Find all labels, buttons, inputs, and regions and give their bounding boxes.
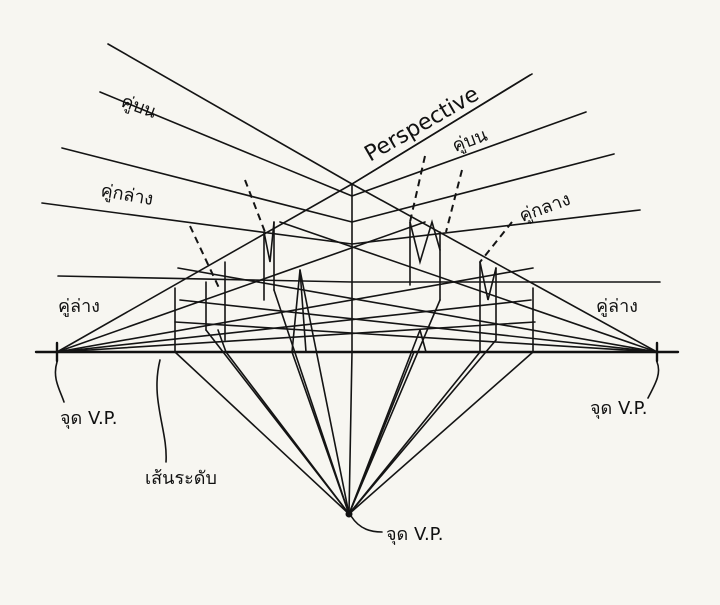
prism-center-left <box>291 269 307 353</box>
upper-pair-right-label: คู่บน <box>450 125 491 157</box>
dashed-line-right-3 <box>479 221 513 263</box>
prism-top-right <box>409 219 441 266</box>
upper-diagonal-right-2 <box>351 111 587 197</box>
upper-diagonal-right-3 <box>351 153 615 223</box>
ray-bottom-10 <box>348 299 441 515</box>
leader-vp-right <box>647 361 660 399</box>
bottom-pair-left-label: คู่ล่าง <box>58 296 100 317</box>
prism-mid-right <box>479 261 497 301</box>
upper-diagonal-left-5 <box>57 275 353 283</box>
perspective-label: Perspective <box>361 82 484 167</box>
line-rvp-c <box>179 299 658 353</box>
ray-bottom-12 <box>348 339 497 515</box>
lower-pair-left-label: คู่กล่าง <box>99 180 155 210</box>
upper-diagonal-left-1 <box>107 43 353 185</box>
leader-horizon <box>156 359 167 463</box>
horizon-label: เส้นระดับ <box>145 468 217 489</box>
line-rvp-apex <box>351 183 658 353</box>
dashed-line-right-1 <box>409 155 426 223</box>
ray-bottom-5 <box>291 351 350 515</box>
upper-diagonal-left-4 <box>41 202 353 245</box>
upper-pair-left-label: คู่บน <box>118 91 159 123</box>
dashed-line-right-2 <box>445 169 463 233</box>
ray-bottom-9 <box>348 329 421 515</box>
ray-bottom-3 <box>225 351 350 515</box>
line-rvp-a <box>279 221 658 353</box>
leader-vp-left <box>54 361 65 403</box>
upper-diagonal-left-2 <box>99 91 353 197</box>
dashed-line-left-high <box>244 179 266 233</box>
perspective-line <box>351 74 531 185</box>
vp-right-label: จุด V.P. <box>590 398 647 419</box>
ray-bottom-1 <box>174 351 350 515</box>
line-rvp-b <box>177 267 658 353</box>
ray-bottom-7 <box>348 351 353 515</box>
line-lvp-a <box>56 221 426 353</box>
vp-bottom-label: จุด V.P. <box>386 524 443 545</box>
line-lvp-d <box>56 321 536 353</box>
ray-bottom-13 <box>348 351 534 515</box>
dashed-line-left-low <box>189 225 221 291</box>
line-lvp-apex <box>56 183 353 353</box>
prism-top-left <box>263 221 275 263</box>
upper-diagonal-left-3 <box>61 147 353 223</box>
vp-left-label: จุด V.P. <box>60 408 117 429</box>
bottom-pair-right-label: คู่ล่าง <box>596 296 638 317</box>
line-rvp-d <box>174 321 658 353</box>
upper-diagonal-right-4 <box>351 209 641 245</box>
leader-vp-bottom <box>350 515 383 533</box>
prism-mid-left <box>217 329 227 353</box>
ray-bottom-6 <box>299 269 350 515</box>
